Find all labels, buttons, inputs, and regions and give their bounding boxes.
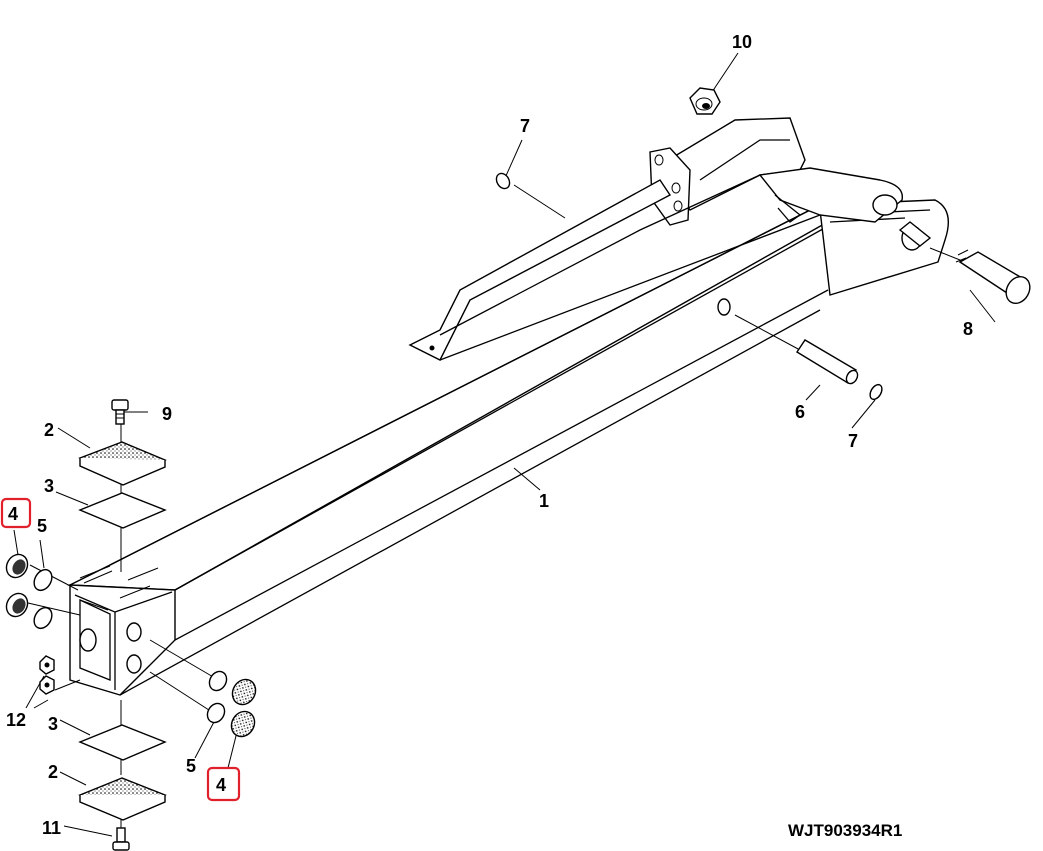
- plug-icon: [231, 678, 257, 706]
- callout-2: 2: [44, 420, 54, 440]
- pin-icon: [955, 249, 1031, 305]
- shim-icon: [78, 492, 167, 529]
- plug-icon: [230, 710, 256, 738]
- callout-10: 10: [732, 32, 752, 52]
- hardware-parts: [5, 87, 1031, 851]
- pin-icon: [796, 339, 859, 385]
- o-ring-icon: [869, 383, 883, 401]
- callout-3: 3: [48, 714, 58, 734]
- washer-icon: [33, 568, 53, 592]
- callout-12: 12: [6, 710, 26, 730]
- callout-7: 7: [520, 116, 530, 136]
- callout-6: 6: [795, 402, 805, 422]
- callout-3: 3: [44, 476, 54, 496]
- nut-icon: [39, 675, 55, 695]
- bolt-icon: [111, 399, 129, 425]
- o-ring-icon: [495, 172, 511, 190]
- plug-icon: [5, 553, 29, 579]
- shim-icon: [78, 724, 167, 761]
- callout-2: 2: [48, 762, 58, 782]
- leader-lines: [13, 52, 996, 837]
- callout-9: 9: [162, 404, 172, 424]
- highlight-box-callout-4: [0, 497, 32, 529]
- callout-5: 5: [186, 756, 196, 776]
- callout-7: 7: [848, 431, 858, 451]
- drawing-code: WJT903934R1: [788, 821, 902, 840]
- callout-5: 5: [37, 516, 47, 536]
- highlight-box-callout-4: [206, 766, 241, 802]
- callout-1: 1: [539, 491, 549, 511]
- plug-icon: [5, 592, 29, 618]
- boom-frame: [67, 117, 949, 696]
- callout-4: 4: [8, 504, 18, 524]
- washer-icon: [33, 606, 53, 630]
- callout-8: 8: [963, 319, 973, 339]
- washer-icon: [206, 702, 226, 724]
- bolt-icon: [112, 827, 130, 851]
- callout-11: 11: [42, 818, 61, 838]
- callout-4: 4: [216, 775, 226, 795]
- nut-icon: [39, 655, 55, 675]
- washer-icon: [208, 670, 228, 692]
- lock-nut-icon: [689, 87, 721, 115]
- callout-labels: 1 10 7 8 6 7 9 2 3 4 5 12 3 2 5 4 11 WJT…: [6, 32, 973, 840]
